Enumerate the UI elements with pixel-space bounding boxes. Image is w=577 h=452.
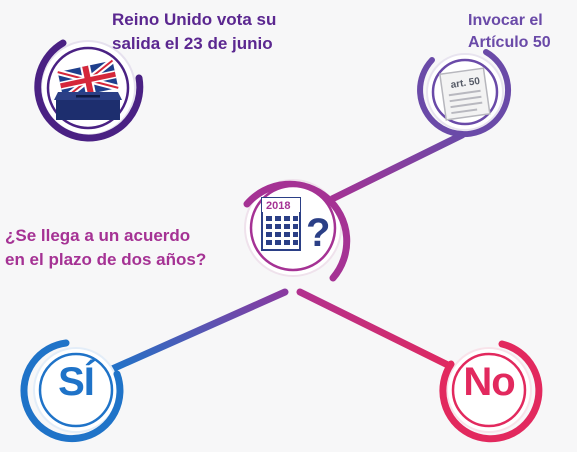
decision-question-label: ¿Se llega a un acuerdo en el plazo de do… (5, 224, 206, 272)
vote-label-line1: Reino Unido vota su (112, 10, 277, 29)
article50-doc-text: art. 50 (450, 76, 481, 91)
node-no (439, 340, 543, 443)
decision-label-line2: en el plazo de dos años? (5, 250, 207, 269)
question-mark-icon: ? (306, 211, 330, 255)
calendar-icon (261, 197, 301, 251)
connector-article50-to-decision (326, 131, 466, 204)
vote-label: Reino Unido vota su salida el 23 de juni… (112, 8, 276, 56)
node-article50: art. 50 (417, 49, 511, 138)
connector-decision-to-yes (106, 288, 289, 374)
no-answer-label: No (463, 360, 515, 404)
yes-answer-label: SÍ (58, 360, 95, 404)
article50-label-line1: Invocar el (468, 12, 543, 29)
ballot-box-icon (54, 92, 122, 120)
article50-label-line2: Artículo 50 (468, 34, 551, 51)
vote-label-line2: salida el 23 de junio (112, 34, 273, 53)
document-icon (439, 67, 491, 121)
decision-label-line1: ¿Se llega a un acuerdo (5, 226, 191, 245)
node-decision: 2018 ? (243, 179, 351, 282)
node-vote (34, 39, 144, 142)
calendar-year: 2018 (266, 200, 290, 212)
connector-decision-to-no (296, 288, 462, 374)
node-yes (20, 339, 124, 443)
article50-label: Invocar el Artículo 50 (468, 10, 551, 54)
